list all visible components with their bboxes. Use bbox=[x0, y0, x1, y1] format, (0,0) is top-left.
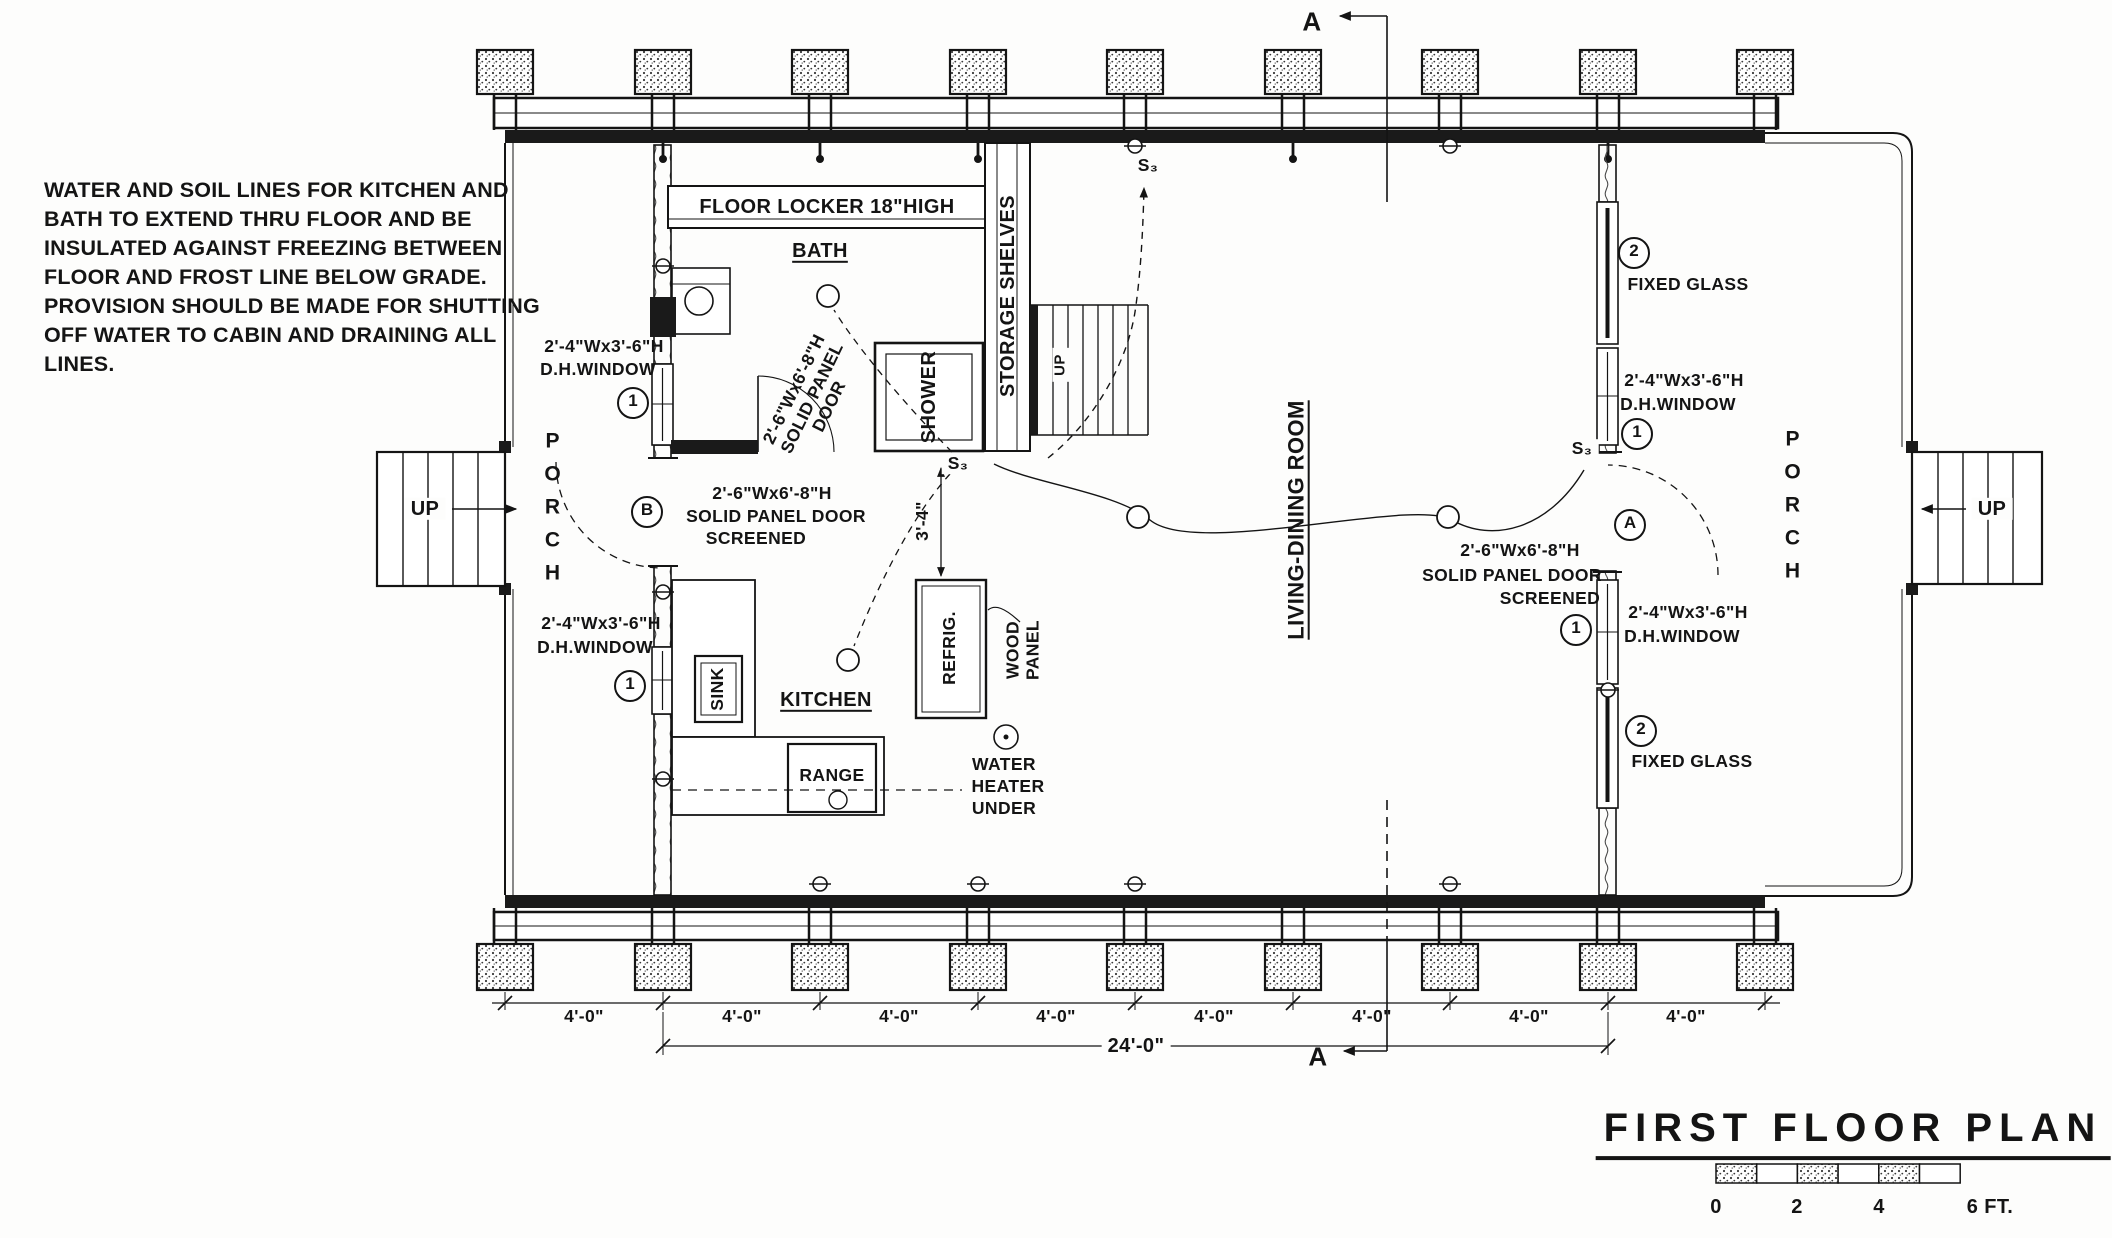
refrig-label: REFRIG. bbox=[939, 611, 960, 685]
water-heater-line: HEATER bbox=[971, 776, 1045, 797]
kitchen-room-label: KITCHEN bbox=[780, 688, 872, 711]
dh-window-right-top bbox=[1596, 347, 1619, 446]
shower-label: SHOWER bbox=[917, 350, 940, 444]
sheet-title: FIRST FLOOR PLAN bbox=[1595, 1106, 2111, 1160]
electrical bbox=[555, 138, 1719, 892]
scale-tick-2: 2 bbox=[1791, 1195, 1803, 1218]
steps-left bbox=[375, 450, 518, 588]
bay-dimension: 4'-0" bbox=[722, 1006, 762, 1027]
switch-3way-kitchen: S₃ bbox=[941, 454, 975, 474]
kitchen-fixtures bbox=[671, 466, 1021, 816]
door-b-type: SOLID PANEL DOOR bbox=[686, 506, 866, 527]
callout-door-b: B bbox=[631, 496, 663, 528]
porch-left-boundary bbox=[499, 143, 514, 895]
wood-panel-label: WOOD PANEL bbox=[1002, 619, 1042, 681]
storage-shelves-label: STORAGE SHELVES bbox=[996, 195, 1019, 397]
stairs bbox=[1030, 186, 1149, 459]
windows-and-doors bbox=[648, 201, 1622, 809]
door-b-screened: SCREENED bbox=[705, 528, 807, 549]
door-a-type: SOLID PANEL DOOR bbox=[1422, 565, 1602, 586]
fixed-glass-top-label: FIXED GLASS bbox=[1627, 274, 1749, 295]
steps-up-right-label: UP bbox=[1971, 497, 2013, 521]
range-label: RANGE bbox=[799, 765, 865, 786]
scale-tick-6: 6 FT. bbox=[1966, 1195, 2014, 1218]
section-marker-bottom: A bbox=[1308, 1041, 1328, 1072]
window-size-left-top: 2'-4"Wx3'-6"H bbox=[544, 336, 664, 357]
wood-panel-line: PANEL bbox=[1022, 619, 1042, 681]
scale-bar bbox=[1715, 1163, 1961, 1184]
fixed-glass-right-bottom bbox=[1596, 687, 1619, 809]
note-line: WATER AND SOIL LINES FOR KITCHEN AND bbox=[44, 178, 509, 202]
window-type-right-top: D.H.WINDOW bbox=[1620, 394, 1736, 415]
note-line: PROVISION SHOULD BE MADE FOR SHUTTING bbox=[44, 294, 540, 318]
door-b-size: 2'-6"Wx6'-8"H bbox=[712, 483, 832, 504]
callout-window-left-top: 1 bbox=[617, 387, 649, 419]
door-a-jambs bbox=[1593, 451, 1622, 573]
sink-label: SINK bbox=[707, 667, 728, 711]
scale-tick-4: 4 bbox=[1873, 1195, 1885, 1218]
callout-door-a: A bbox=[1614, 509, 1646, 541]
dh-window-left-top bbox=[651, 363, 674, 446]
dh-window-left-bottom bbox=[651, 646, 674, 715]
bay-dimension: 4'-0" bbox=[564, 1006, 604, 1027]
bay-dimension: 4'-0" bbox=[1352, 1006, 1392, 1027]
fixed-glass-bottom-label: FIXED GLASS bbox=[1631, 751, 1753, 772]
bath-fixtures bbox=[650, 185, 986, 453]
window-type-right-bottom: D.H.WINDOW bbox=[1624, 626, 1740, 647]
window-size-right-top: 2'-4"Wx3'-6"H bbox=[1624, 370, 1744, 391]
door-a-size: 2'-6"Wx6'-8"H bbox=[1460, 540, 1580, 561]
note-line: FLOOR AND FROST LINE BELOW GRADE. bbox=[44, 265, 487, 289]
foundation-bottom bbox=[475, 906, 1795, 992]
interior-partitions bbox=[671, 142, 1038, 454]
living-dining-room-label: LIVING-DINING ROOM bbox=[1283, 400, 1309, 640]
callout-fixed-glass-bottom: 2 bbox=[1625, 715, 1657, 747]
section-marker-top: A bbox=[1302, 6, 1322, 37]
note-line: OFF WATER TO CABIN AND DRAINING ALL bbox=[44, 323, 497, 347]
callout-window-right-top: 1 bbox=[1621, 418, 1653, 450]
bay-dimension: 4'-0" bbox=[1509, 1006, 1549, 1027]
door-b-jambs bbox=[648, 457, 678, 567]
steps-up-left-label: UP bbox=[404, 497, 446, 521]
bath-door-leaf bbox=[757, 375, 835, 453]
scale-tick-0: 0 bbox=[1710, 1195, 1722, 1218]
callout-door-a-number: 1 bbox=[1560, 614, 1592, 646]
switch-3way-door-a: S₃ bbox=[1565, 439, 1599, 459]
water-heater-line: UNDER bbox=[971, 798, 1037, 819]
general-note: WATER AND SOIL LINES FOR KITCHEN AND BAT… bbox=[44, 176, 540, 379]
window-type-left-top: D.H.WINDOW bbox=[540, 359, 656, 380]
porch-left-label: PORCH bbox=[541, 429, 564, 595]
porch-right-label: PORCH bbox=[1781, 427, 1804, 593]
callout-window-left-bottom: 1 bbox=[614, 670, 646, 702]
note-line: BATH TO EXTEND THRU FLOOR AND BE bbox=[44, 207, 472, 231]
window-type-left-bottom: D.H.WINDOW bbox=[537, 637, 653, 658]
switch-3way-stairs: S₃ bbox=[1131, 156, 1165, 176]
stairs-up-label: UP bbox=[1052, 348, 1070, 382]
window-size-left-bottom: 2'-4"Wx3'-6"H bbox=[541, 613, 661, 634]
door-a-screened: SCREENED bbox=[1499, 588, 1601, 609]
note-line: INSULATED AGAINST FREEZING BETWEEN bbox=[44, 236, 503, 260]
bay-dimension: 4'-0" bbox=[1666, 1006, 1706, 1027]
bay-dimension: 4'-0" bbox=[1194, 1006, 1234, 1027]
fixed-glass-right-top bbox=[1596, 201, 1619, 345]
bay-dimension: 4'-0" bbox=[1036, 1006, 1076, 1027]
section-cut-markers bbox=[1338, 11, 1388, 1056]
bay-dimension: 4'-0" bbox=[879, 1006, 919, 1027]
wood-panel-line: WOOD bbox=[1002, 621, 1023, 679]
porch-right-boundary bbox=[1765, 132, 1918, 897]
note-line: LINES. bbox=[44, 352, 115, 376]
floor-locker-label: FLOOR LOCKER 18"HIGH bbox=[699, 195, 955, 218]
water-heater-line: WATER bbox=[972, 754, 1036, 775]
bath-room-label: BATH bbox=[792, 239, 848, 262]
overall-dimension: 24'-0" bbox=[1101, 1034, 1171, 1058]
callout-fixed-glass-top: 2 bbox=[1618, 237, 1650, 269]
window-size-right-bottom: 2'-4"Wx3'-6"H bbox=[1628, 602, 1748, 623]
kitchen-clear-dimension: 3'-4" bbox=[912, 501, 933, 541]
